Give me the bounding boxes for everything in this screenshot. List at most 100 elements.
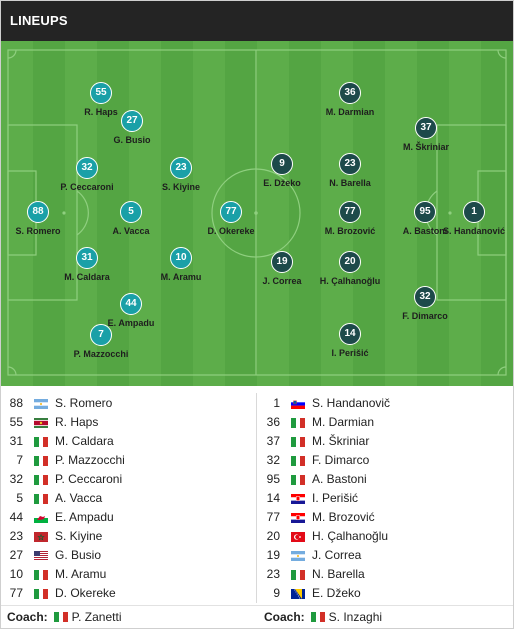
roster-number: 1 xyxy=(273,396,280,410)
away-roster-row[interactable]: 37 M. Škriniar xyxy=(258,431,508,450)
lineups-title: LINEUPS xyxy=(10,13,68,28)
lineups-header: LINEUPS xyxy=(1,1,513,41)
player-number-badge: 10 xyxy=(170,247,192,269)
italy-flag-icon xyxy=(291,569,305,580)
player-name: M. Aramu xyxy=(160,272,202,282)
roster-number: 44 xyxy=(9,510,23,524)
usa-flag-icon xyxy=(34,550,48,561)
away-coach-name: S. Inzaghi xyxy=(328,610,383,624)
roster-number: 31 xyxy=(9,434,23,448)
player-name: H. Çalhanoğlu xyxy=(319,276,381,286)
away-player-marker[interactable]: 20 H. Çalhanoğlu xyxy=(290,251,410,295)
italy-flag-icon xyxy=(291,436,305,447)
roster-player-name: M. Caldara xyxy=(55,434,114,448)
roster-player-name: J. Correa xyxy=(312,548,362,562)
pitch-markings xyxy=(7,49,507,376)
roster-number: 20 xyxy=(266,529,280,543)
roster-number: 95 xyxy=(266,472,280,486)
roster-player-name: G. Busio xyxy=(55,548,102,562)
roster-player-name: M. Škriniar xyxy=(312,434,370,448)
argentina-flag-icon xyxy=(34,398,48,409)
morocco-flag-icon xyxy=(34,531,48,542)
away-roster-row[interactable]: 1 S. Handanovič xyxy=(258,393,508,412)
roster-number: 36 xyxy=(266,415,280,429)
roster-player-name: S. Kiyine xyxy=(55,529,103,543)
roster-number: 23 xyxy=(9,529,23,543)
player-number-badge: 44 xyxy=(120,293,142,315)
player-number-badge: 36 xyxy=(339,82,361,104)
player-name: A. Vacca xyxy=(112,226,150,236)
roster-player-name: S. Handanovič xyxy=(312,396,391,410)
player-number-badge: 23 xyxy=(170,157,192,179)
player-number-badge: 32 xyxy=(414,286,436,308)
roster-divider xyxy=(256,393,257,603)
turkey-flag-icon xyxy=(291,531,305,542)
player-number-badge: 20 xyxy=(339,251,361,273)
home-coach[interactable]: Coach:P. Zanetti xyxy=(7,610,121,624)
away-player-marker[interactable]: 37 M. Škriniar xyxy=(366,117,486,161)
roster-player-name: A. Vacca xyxy=(55,491,103,505)
italy-flag-icon xyxy=(34,569,48,580)
home-roster-row[interactable]: 23 S. Kiyine xyxy=(1,526,251,545)
roster-number: 10 xyxy=(9,567,23,581)
player-name: P. Mazzocchi xyxy=(73,349,129,359)
home-player-marker[interactable]: 44 E. Ampadu xyxy=(71,293,191,337)
argentina-flag-icon xyxy=(291,550,305,561)
player-name: S. Romero xyxy=(15,226,61,236)
roster-number: 32 xyxy=(266,453,280,467)
roster-number: 88 xyxy=(9,396,23,410)
roster-number: 77 xyxy=(266,510,280,524)
roster-player-name: H. Çalhanoğlu xyxy=(312,529,389,543)
home-player-marker[interactable]: 10 M. Aramu xyxy=(121,247,241,291)
italy-flag-icon xyxy=(34,588,48,599)
player-number-badge: 31 xyxy=(76,247,98,269)
player-name: M. Škriniar xyxy=(402,142,449,152)
italy-flag-icon xyxy=(34,493,48,504)
player-name: E. Ampadu xyxy=(107,318,155,328)
home-roster-row[interactable]: 31 M. Caldara xyxy=(1,431,251,450)
home-roster-row[interactable]: 55 R. Haps xyxy=(1,412,251,431)
player-number-badge: 37 xyxy=(415,117,437,139)
roster-player-name: R. Haps xyxy=(55,415,99,429)
away-roster-row[interactable]: 20 H. Çalhanoğlu xyxy=(258,526,508,545)
roster-number: 55 xyxy=(9,415,23,429)
away-coach[interactable]: Coach:S. Inzaghi xyxy=(264,610,382,624)
player-name: A. Bastoni xyxy=(402,226,448,236)
roster-number: 37 xyxy=(266,434,280,448)
